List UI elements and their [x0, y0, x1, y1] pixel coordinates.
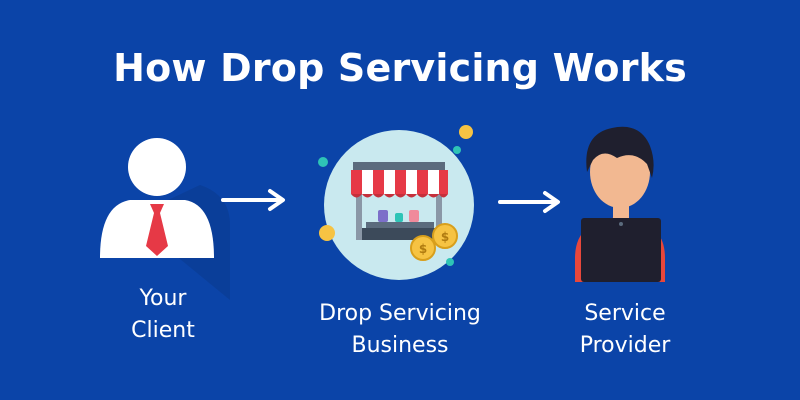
arrow-client-to-business [221, 189, 285, 211]
node-label-line: Client [131, 318, 195, 343]
node-label-line: Your [139, 286, 187, 311]
awning-icon [351, 170, 448, 198]
node-label-your-client: Your Client [88, 283, 238, 347]
arrow-business-to-provider [498, 191, 560, 213]
provider-person-icon [575, 126, 665, 282]
node-label-drop-servicing-business: Drop Servicing Business [300, 298, 500, 362]
node-label-service-provider: Service Provider [545, 298, 705, 362]
page-title: How Drop Servicing Works [113, 46, 687, 90]
node-label-line: Provider [579, 333, 671, 358]
node-label-line: Business [351, 333, 449, 358]
node-label-line: Drop Servicing [319, 301, 481, 326]
laptop-icon [581, 218, 661, 282]
svg-text:$: $ [441, 230, 449, 244]
storefront-icon: $ $ [318, 125, 474, 280]
tie-icon [146, 204, 168, 256]
svg-text:$: $ [419, 242, 427, 256]
client-person-icon [100, 138, 230, 300]
coin-icon: $ $ [410, 223, 458, 261]
node-label-line: Service [584, 301, 666, 326]
